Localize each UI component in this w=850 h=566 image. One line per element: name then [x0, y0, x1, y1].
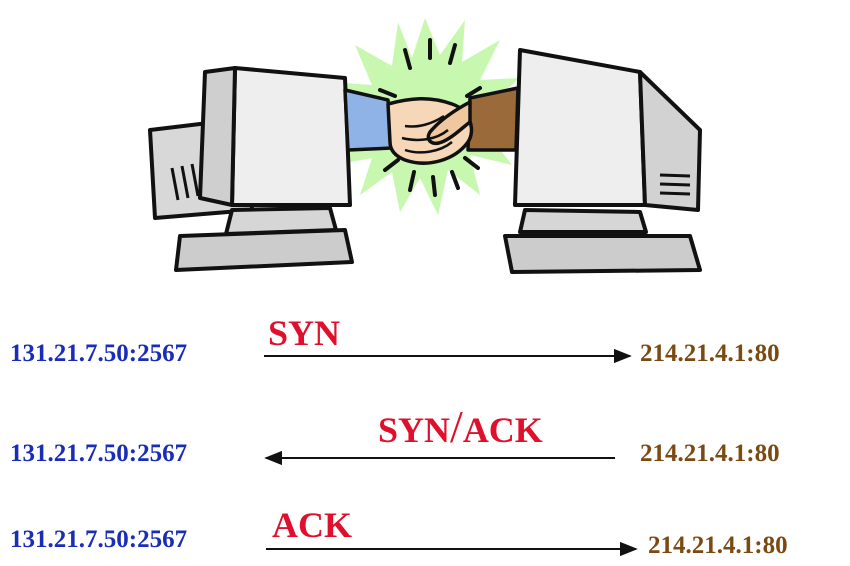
- syn-ack-label: SYN/ACK: [378, 400, 543, 453]
- left-computer-icon: [148, 66, 354, 272]
- client-address: 131.21.7.50:2567: [10, 440, 188, 467]
- server-address: 214.21.4.1:80: [648, 532, 788, 559]
- server-address: 214.21.4.1:80: [640, 340, 780, 367]
- client-address: 131.21.7.50:2567: [10, 526, 188, 553]
- syn-label: SYN: [268, 313, 341, 353]
- handshake-illustration: [148, 18, 702, 274]
- right-computer-icon: [503, 48, 702, 274]
- syn-ack-syn: SYN: [378, 410, 451, 450]
- syn-ack-ack: ACK: [462, 410, 543, 450]
- client-address: 131.21.7.50:2567: [10, 340, 188, 367]
- ack-label: ACK: [272, 505, 352, 545]
- server-address: 214.21.4.1:80: [640, 440, 780, 467]
- syn-ack-slash: /: [450, 401, 463, 452]
- handshake-icon: [343, 86, 520, 165]
